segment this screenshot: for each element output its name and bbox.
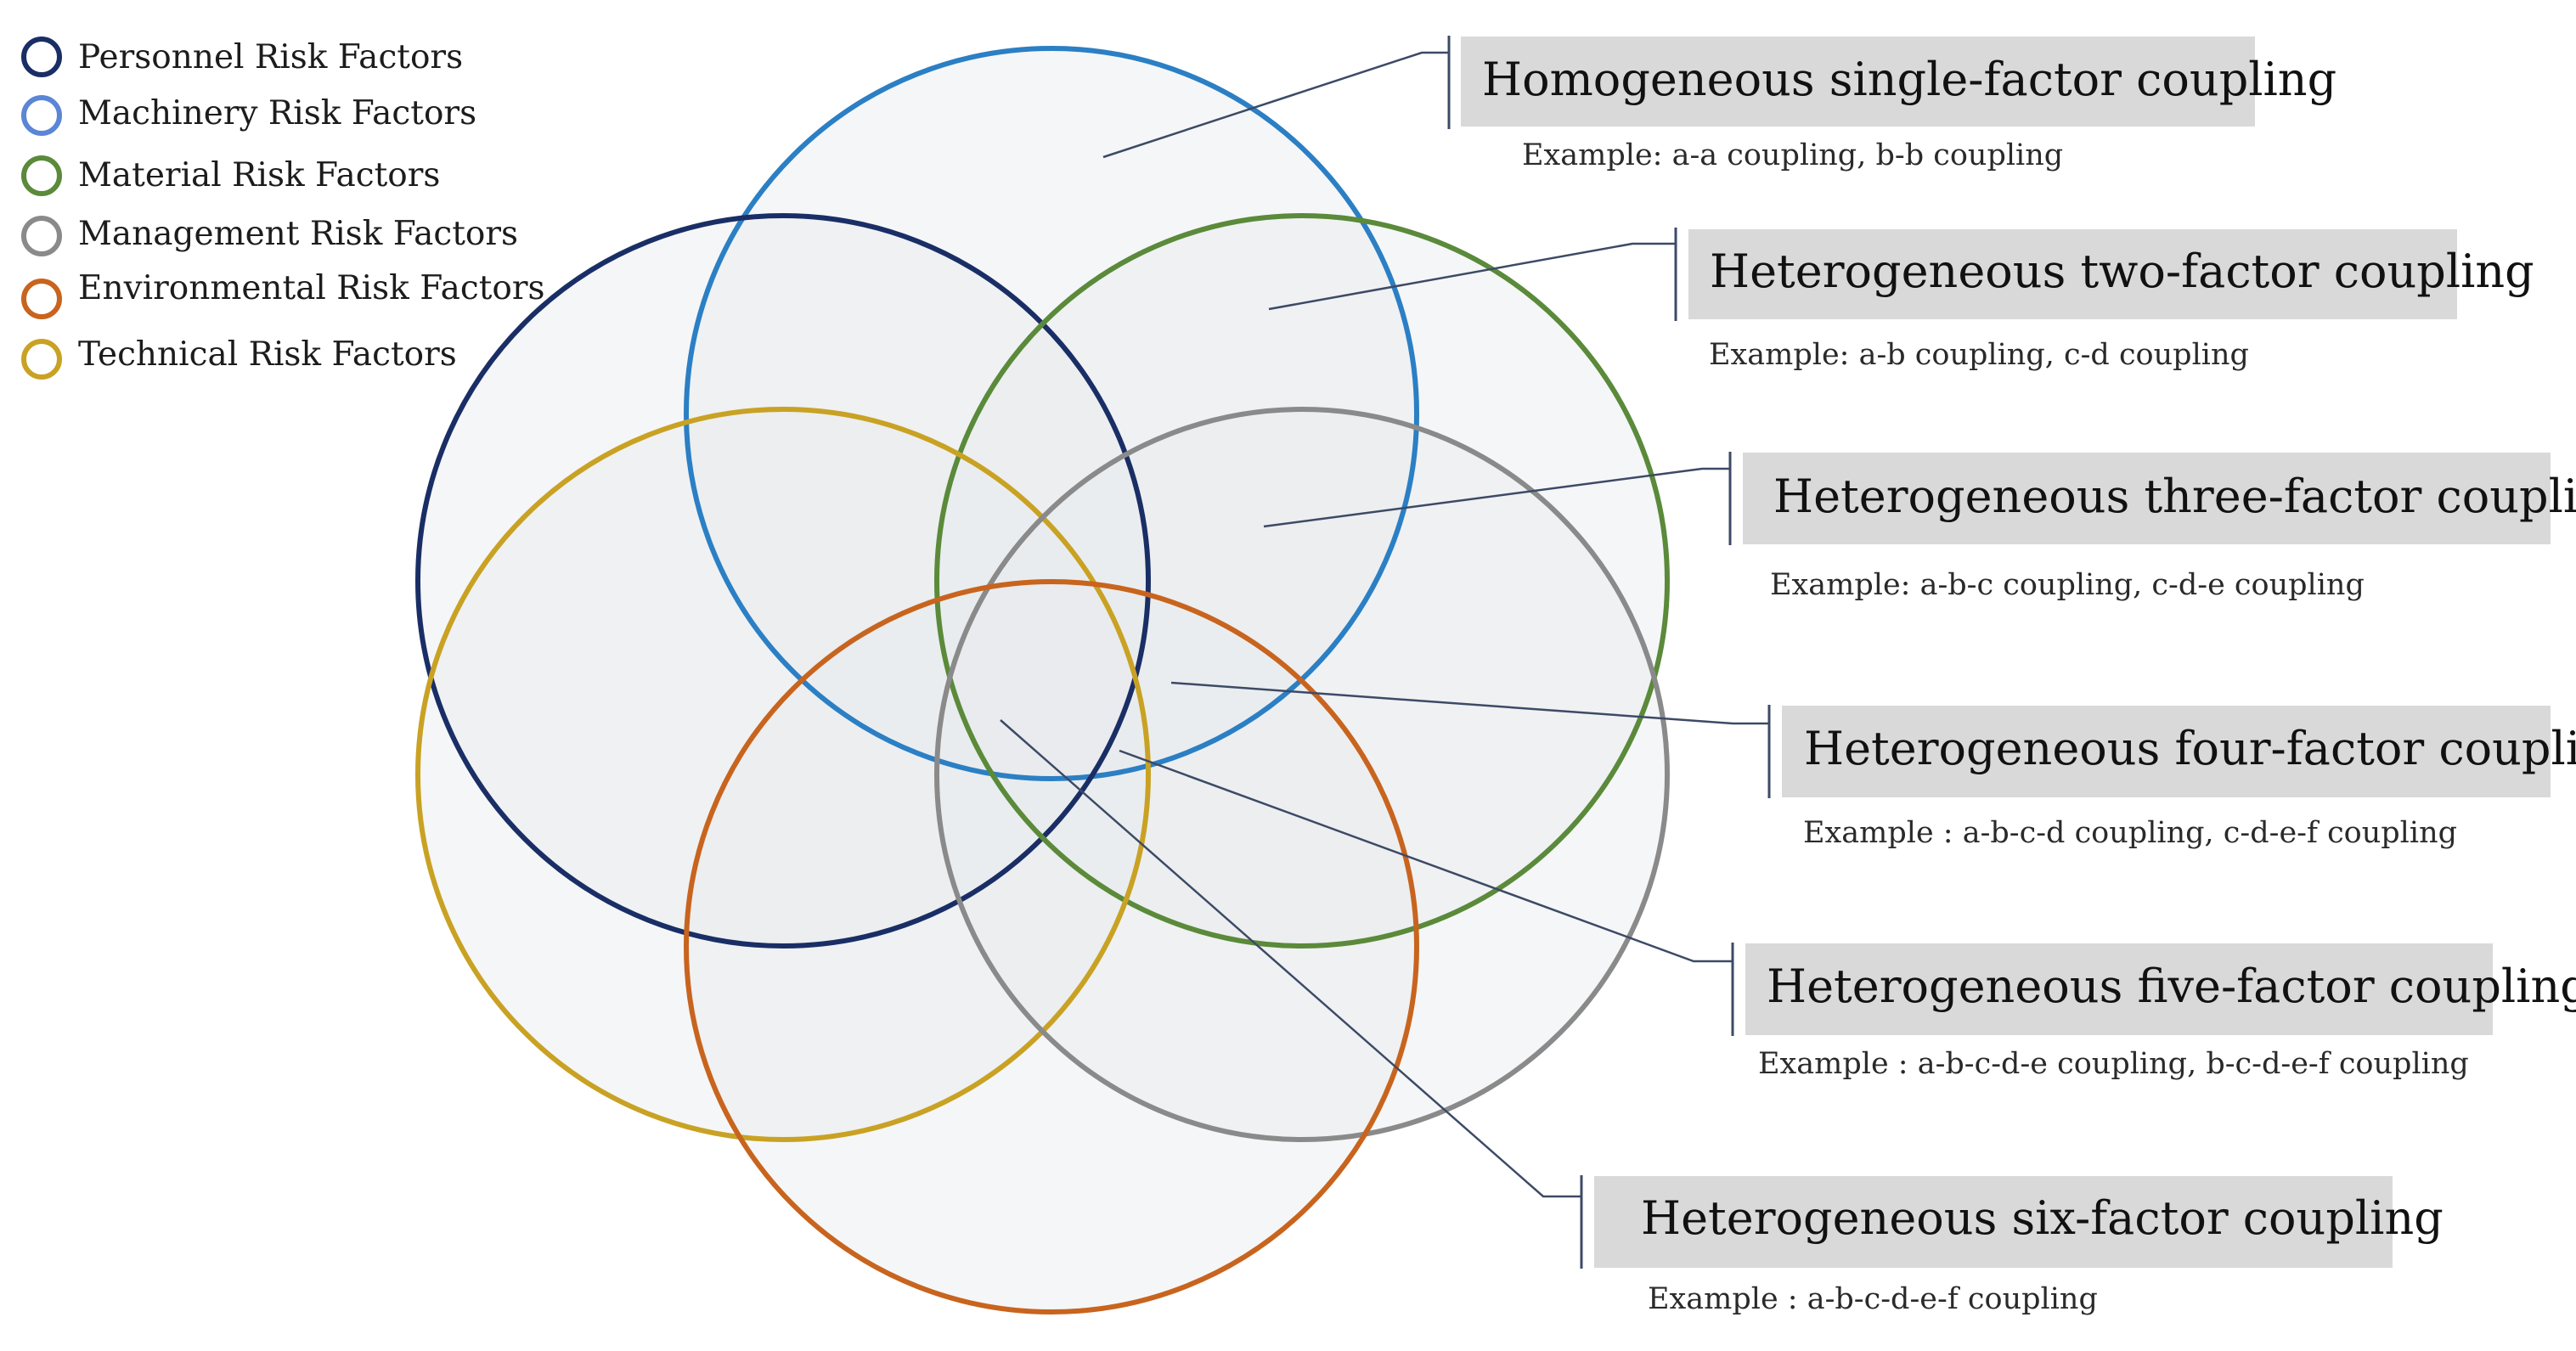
callout-box-three: [1743, 453, 2551, 544]
leader-line-single: [1102, 51, 1449, 159]
callout-box-four: [1782, 706, 2551, 797]
callout-example-single: Example: a-a coupling, b-b coupling: [1522, 138, 2063, 172]
callout-box-six: [1594, 1176, 2393, 1268]
callout-box-five: [1745, 943, 2493, 1035]
legend-label-environmental: Environmental Risk Factors: [78, 269, 545, 307]
callout-four: Heterogeneous four-factor coupling Examp…: [1782, 706, 2576, 850]
circle-environmental: [684, 579, 1419, 1314]
venn-outlines: [415, 46, 1670, 1314]
circle-fill-material: [937, 216, 1667, 946]
legend-swatch-machinery: [21, 95, 62, 136]
legend-item-personnel: Personnel Risk Factors: [21, 37, 463, 77]
legend-item-technical: Technical Risk Factors: [21, 335, 457, 380]
leader-line-four: [1170, 681, 1769, 725]
circle-fill-personnel: [418, 216, 1148, 946]
legend-label-technical: Technical Risk Factors: [78, 335, 457, 374]
legend-label-personnel: Personnel Risk Factors: [78, 38, 463, 76]
legend-label-machinery: Machinery Risk Factors: [78, 94, 476, 132]
callout-brackets: [1447, 36, 1771, 1269]
callout-example-four: Example : a-b-c-d coupling, c-d-e-f coup…: [1803, 816, 2457, 850]
callout-example-five: Example : a-b-c-d-e coupling, b-c-d-e-f …: [1758, 1047, 2469, 1081]
leader-line-three: [1263, 467, 1730, 528]
legend-swatch-environmental: [21, 279, 62, 319]
callout-single: Homogeneous single-factor coupling Examp…: [1461, 37, 2336, 172]
legend-label-material: Material Risk Factors: [78, 156, 440, 194]
circle-fill-management: [937, 409, 1667, 1140]
legend-item-material: Material Risk Factors: [21, 155, 440, 196]
circle-machinery: [684, 46, 1419, 781]
callout-title-four: Heterogeneous four-factor coupling: [1804, 722, 2576, 775]
legend-item-management: Management Risk Factors: [21, 215, 518, 256]
circle-material: [934, 213, 1670, 949]
callout-three: Heterogeneous three-factor coupling Exam…: [1743, 453, 2576, 602]
leader-lines: [1000, 51, 1769, 1198]
legend: Personnel Risk Factors Machinery Risk Fa…: [21, 37, 545, 380]
callout-title-two: Heterogeneous two-factor coupling: [1710, 245, 2534, 298]
callout-example-six: Example : a-b-c-d-e-f coupling: [1648, 1282, 2098, 1316]
legend-swatch-material: [21, 155, 62, 196]
legend-label-management: Management Risk Factors: [78, 215, 518, 253]
callout-example-three: Example: a-b-c coupling, c-d-e coupling: [1770, 568, 2365, 602]
circle-personnel: [415, 213, 1151, 949]
callout-box-single: [1461, 37, 2255, 127]
callout-two: Heterogeneous two-factor coupling Exampl…: [1688, 229, 2534, 372]
callout-title-six: Heterogeneous six-factor coupling: [1641, 1191, 2444, 1245]
callout-title-five: Heterogeneous five-factor coupling: [1767, 960, 2576, 1013]
legend-item-machinery: Machinery Risk Factors: [21, 94, 476, 136]
callout-six: Heterogeneous six-factor coupling Exampl…: [1594, 1176, 2444, 1316]
callout-title-three: Heterogeneous three-factor coupling: [1773, 470, 2576, 523]
venn-fills: [418, 48, 1667, 1312]
circle-technical: [415, 407, 1151, 1142]
legend-swatch-management: [21, 216, 62, 256]
legend-swatch-technical: [21, 339, 62, 380]
circle-management: [934, 407, 1670, 1142]
leader-line-five: [1119, 749, 1733, 963]
callout-box-two: [1688, 229, 2457, 319]
leader-line-two: [1268, 242, 1676, 311]
legend-item-environmental: Environmental Risk Factors: [21, 269, 545, 319]
leader-line-six: [1000, 719, 1581, 1198]
callout-title-single: Homogeneous single-factor coupling: [1482, 53, 2336, 106]
callout-example-two: Example: a-b coupling, c-d coupling: [1709, 338, 2249, 372]
legend-swatch-personnel: [21, 37, 62, 77]
circle-fill-machinery: [686, 48, 1417, 779]
callout-five: Heterogeneous five-factor coupling Examp…: [1745, 943, 2576, 1081]
